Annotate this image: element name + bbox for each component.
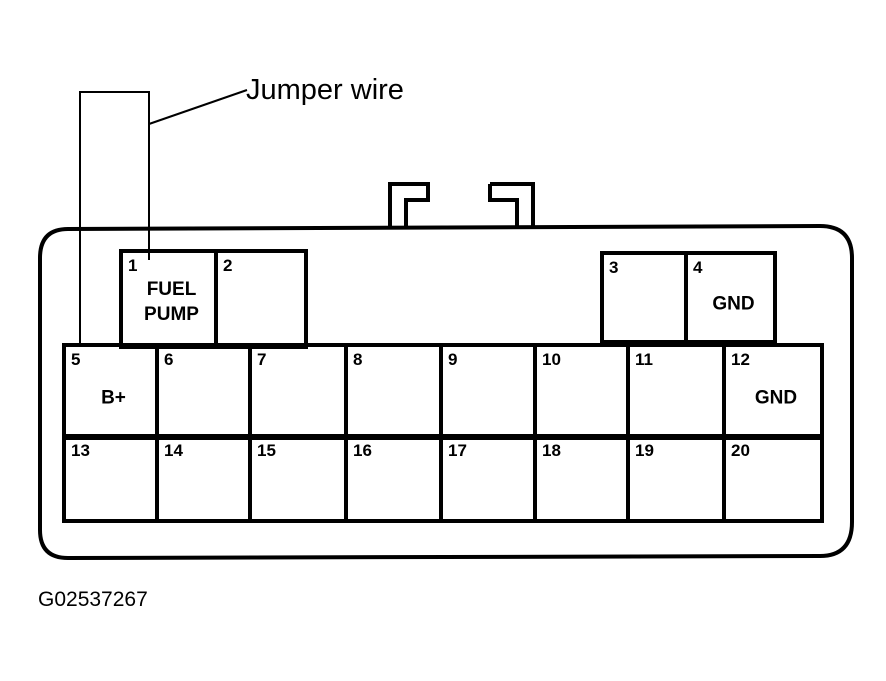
- pin-6: 6: [155, 343, 252, 440]
- pin-number: 17: [448, 441, 467, 460]
- pin-number: 1: [128, 256, 137, 275]
- pin-number: 18: [542, 441, 561, 460]
- pin-number: 12: [731, 350, 750, 369]
- pin-5: 5B+: [62, 343, 159, 440]
- pin-number: 16: [353, 441, 372, 460]
- pin-number: 5: [71, 350, 80, 369]
- connector-housing: [38, 223, 854, 561]
- pin-18: 18: [533, 434, 630, 523]
- pin-number: 15: [257, 441, 276, 460]
- pin-number: 20: [731, 441, 750, 460]
- pin-15: 15: [248, 434, 348, 523]
- pin-number: 2: [223, 256, 232, 275]
- pin-cavity: [684, 251, 777, 344]
- figure-id: G02537267: [38, 588, 148, 611]
- pin-11: 11: [626, 343, 726, 440]
- locking-tab-right: [488, 182, 535, 226]
- pin-10: 10: [533, 343, 630, 440]
- pin-number: 8: [353, 350, 362, 369]
- pin-number: 9: [448, 350, 457, 369]
- jumper-wire-leader: [148, 89, 248, 125]
- pin-7: 7: [248, 343, 348, 440]
- pin-function-label: B+: [101, 388, 126, 409]
- pin-20: 20: [722, 434, 824, 523]
- pin-number: 3: [609, 258, 618, 277]
- pin-3: 3: [600, 251, 688, 344]
- pin-number: 19: [635, 441, 654, 460]
- pin-number: 6: [164, 350, 173, 369]
- pin-2: 2: [214, 249, 308, 349]
- pin-19: 19: [626, 434, 726, 523]
- pin-function-label: GND: [755, 388, 797, 409]
- pin-16: 16: [344, 434, 443, 523]
- pin-function-label: PUMP: [144, 304, 199, 325]
- pin-number: 13: [71, 441, 90, 460]
- pin-function-label: FUEL: [147, 279, 197, 300]
- pin-cavity: [722, 434, 824, 523]
- locking-tab-left: [388, 182, 430, 226]
- pin-number: 14: [164, 441, 183, 460]
- pin-9: 9: [439, 343, 537, 440]
- pin-number: 4: [693, 258, 703, 277]
- jumper-wire-label: Jumper wire: [246, 74, 404, 106]
- pin-number: 11: [635, 350, 653, 369]
- pin-8: 8: [344, 343, 443, 440]
- pin-17: 17: [439, 434, 537, 523]
- jumper-wire: [79, 91, 150, 347]
- pin-function-label: GND: [712, 294, 754, 315]
- pin-number: 7: [257, 350, 266, 369]
- pin-14: 14: [155, 434, 252, 523]
- pin-row-two: 13 14 15 16 17 18 19 20: [62, 434, 824, 523]
- pin-number: 10: [542, 350, 561, 369]
- pin-13: 13: [62, 434, 159, 523]
